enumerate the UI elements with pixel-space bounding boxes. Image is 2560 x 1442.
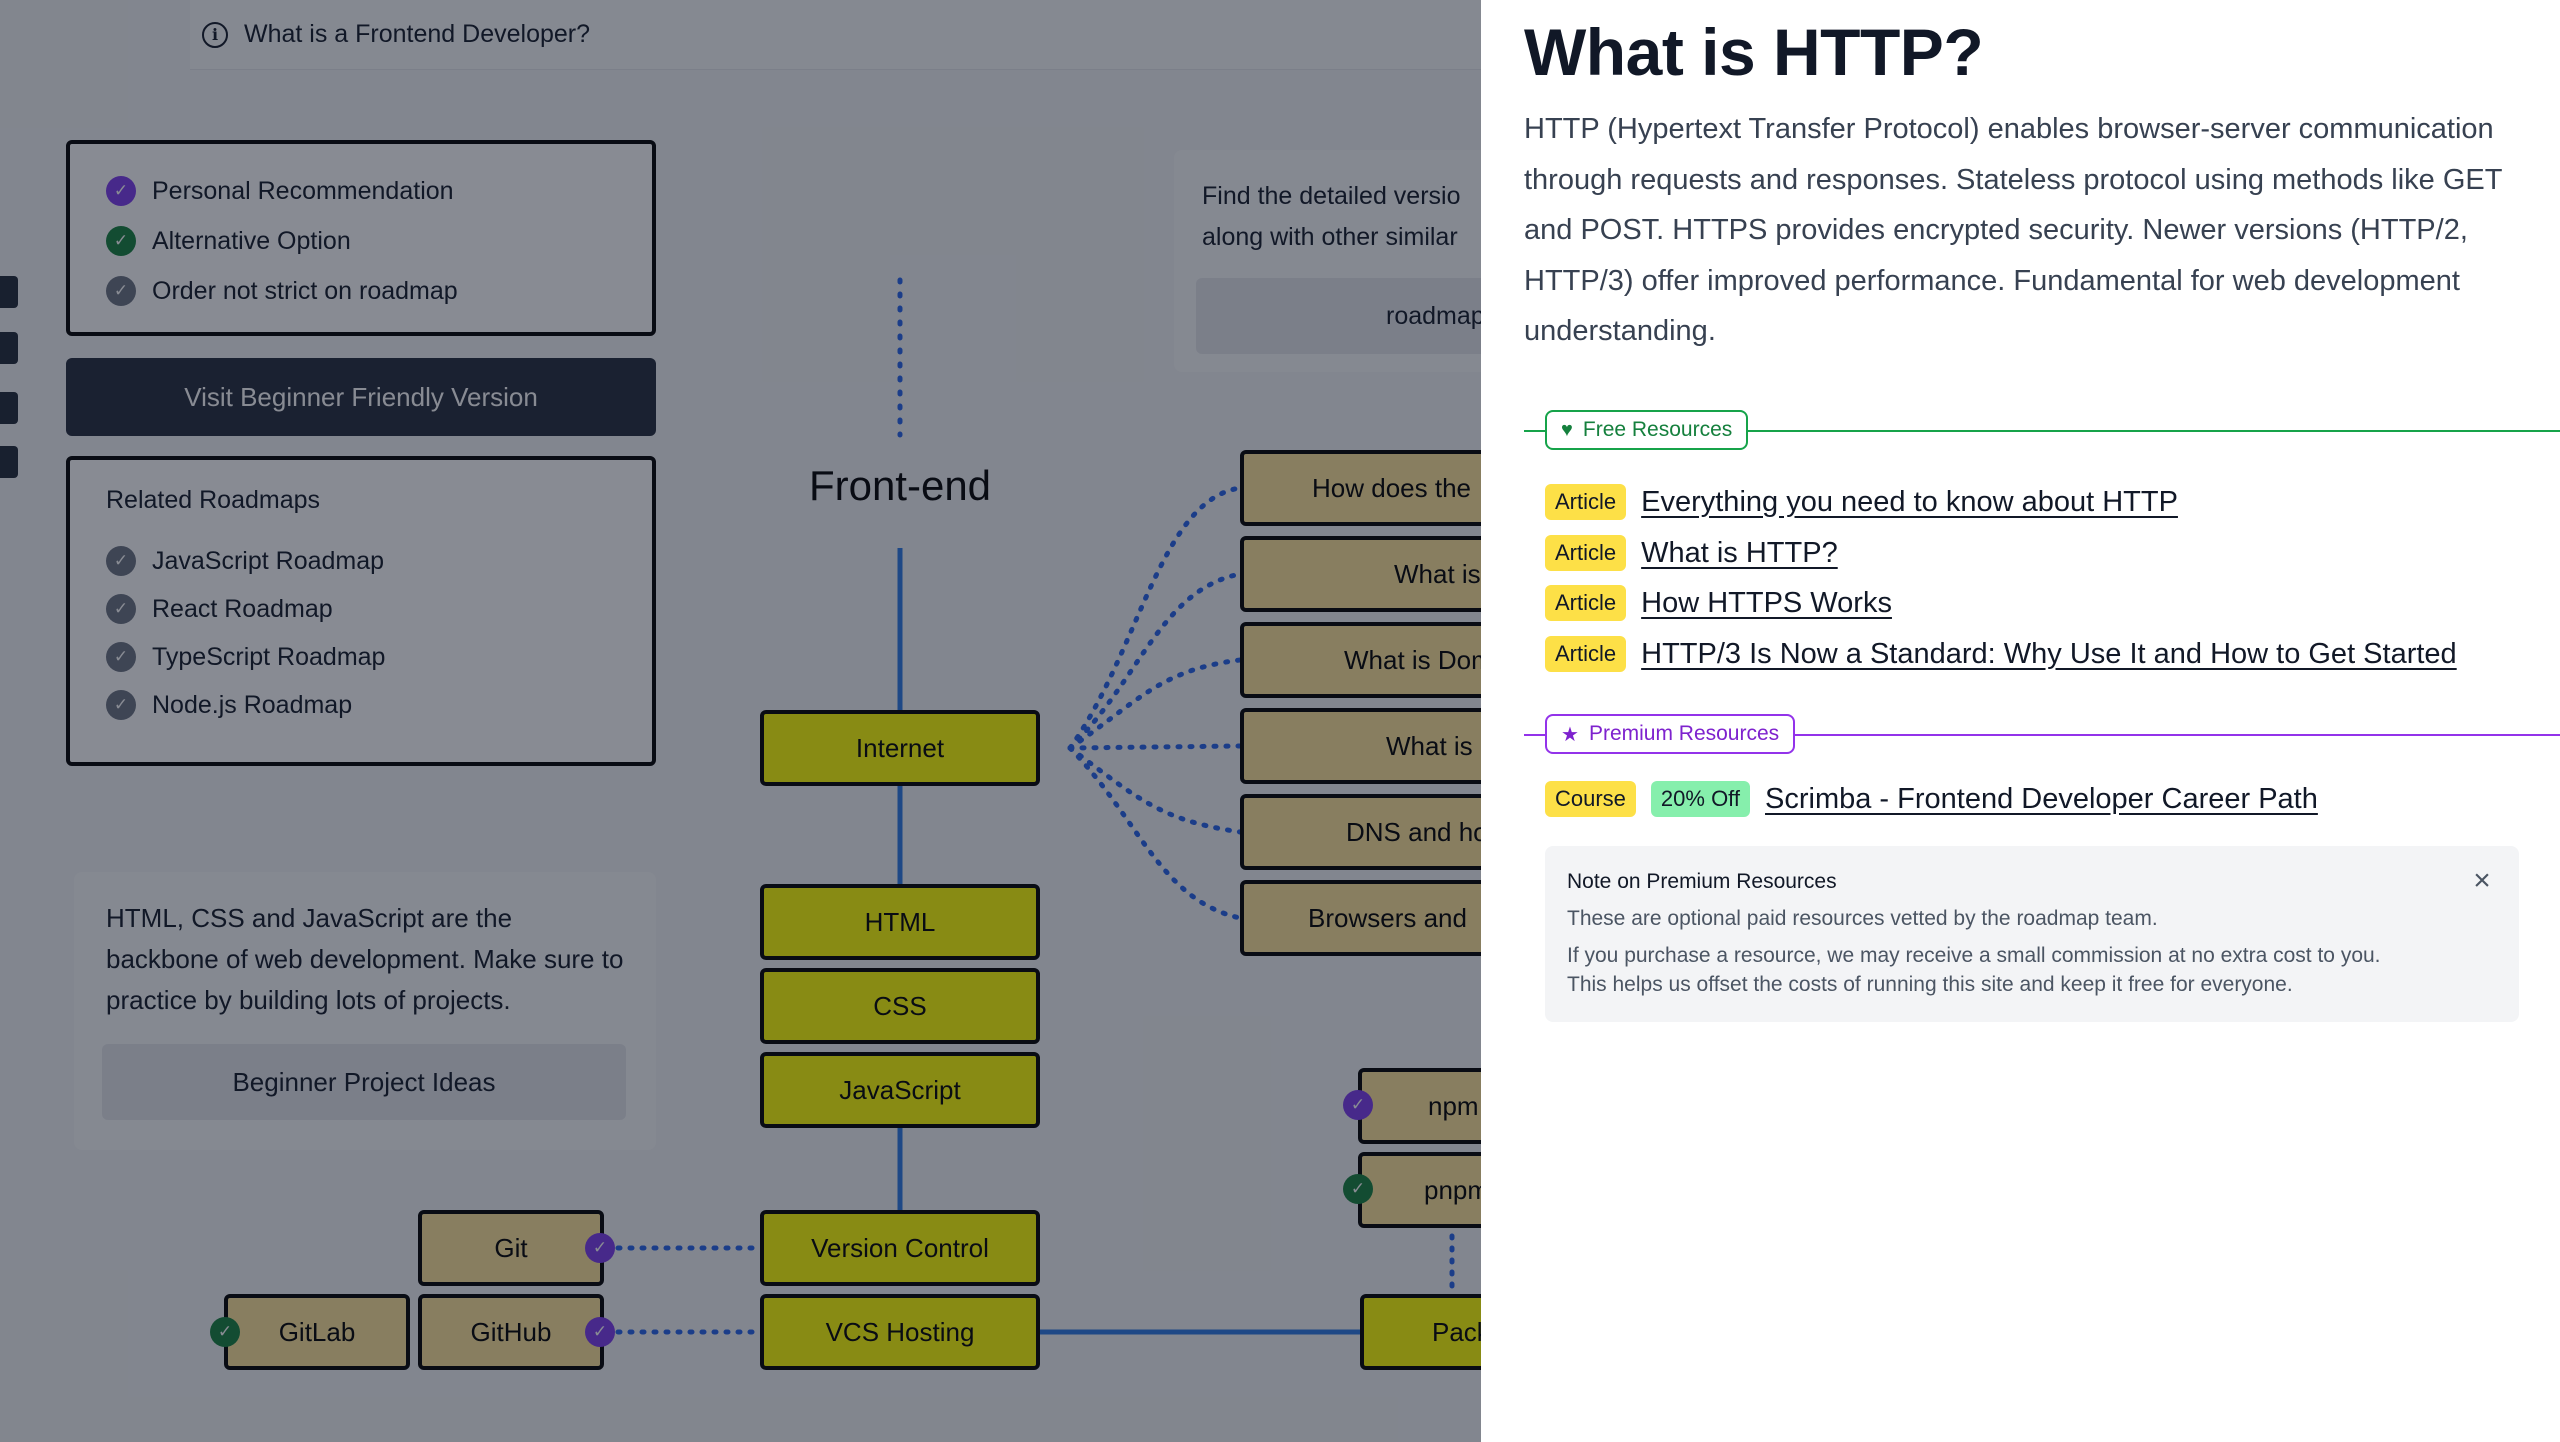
discount-badge: 20% Off	[1650, 781, 1751, 817]
heart-icon: ♥	[1561, 418, 1573, 441]
resource-type-badge: Course	[1545, 781, 1636, 817]
resource-type-badge: Article	[1545, 585, 1627, 621]
topic-description: HTTP (Hypertext Transfer Protocol) enabl…	[1524, 113, 2502, 347]
resource-type-badge: Article	[1545, 636, 1627, 672]
premium-resource-item[interactable]: Course 20% Off Scrimba - Frontend Develo…	[1545, 779, 2318, 819]
roadmap-canvas: i What is a Frontend Developer? ✓ Person…	[0, 0, 1481, 1442]
resource-item[interactable]: Article How HTTPS Works	[1545, 583, 1892, 623]
close-icon[interactable]: ×	[2473, 864, 2491, 897]
premium-divider	[1524, 734, 2560, 736]
star-icon: ★	[1561, 723, 1579, 746]
note-title: Note on Premium Resources	[1567, 870, 1837, 893]
free-divider	[1524, 430, 2560, 432]
resource-link[interactable]: HTTP/3 Is Now a Standard: Why Use It and…	[1641, 637, 2457, 670]
resource-link[interactable]: Everything you need to know about HTTP	[1641, 485, 2178, 518]
note-line: If you purchase a resource, we may recei…	[1567, 944, 2381, 967]
resource-item[interactable]: Article HTTP/3 Is Now a Standard: Why Us…	[1545, 634, 2457, 674]
resource-link[interactable]: Scrimba - Frontend Developer Career Path	[1765, 782, 2318, 815]
free-resources-label: ♥ Free Resources	[1545, 410, 1749, 450]
resource-item[interactable]: Article What is HTTP?	[1545, 533, 1838, 573]
resource-link[interactable]: What is HTTP?	[1641, 536, 1838, 569]
premium-resources-label: ★ Premium Resources	[1545, 714, 1796, 754]
note-line: This helps us offset the costs of runnin…	[1567, 973, 2293, 996]
resource-type-badge: Article	[1545, 484, 1627, 520]
resource-type-badge: Article	[1545, 535, 1627, 571]
topic-title: What is HTTP?	[1524, 15, 1984, 89]
premium-note: Note on Premium Resources These are opti…	[1545, 846, 2519, 1022]
resource-link[interactable]: How HTTPS Works	[1641, 586, 1892, 619]
note-line: These are optional paid resources vetted…	[1567, 907, 2158, 930]
modal-backdrop[interactable]	[0, 0, 1481, 1442]
topic-detail-panel: What is HTTP? HTTP (Hypertext Transfer P…	[1481, 0, 2560, 1442]
resource-item[interactable]: Article Everything you need to know abou…	[1545, 482, 2178, 522]
